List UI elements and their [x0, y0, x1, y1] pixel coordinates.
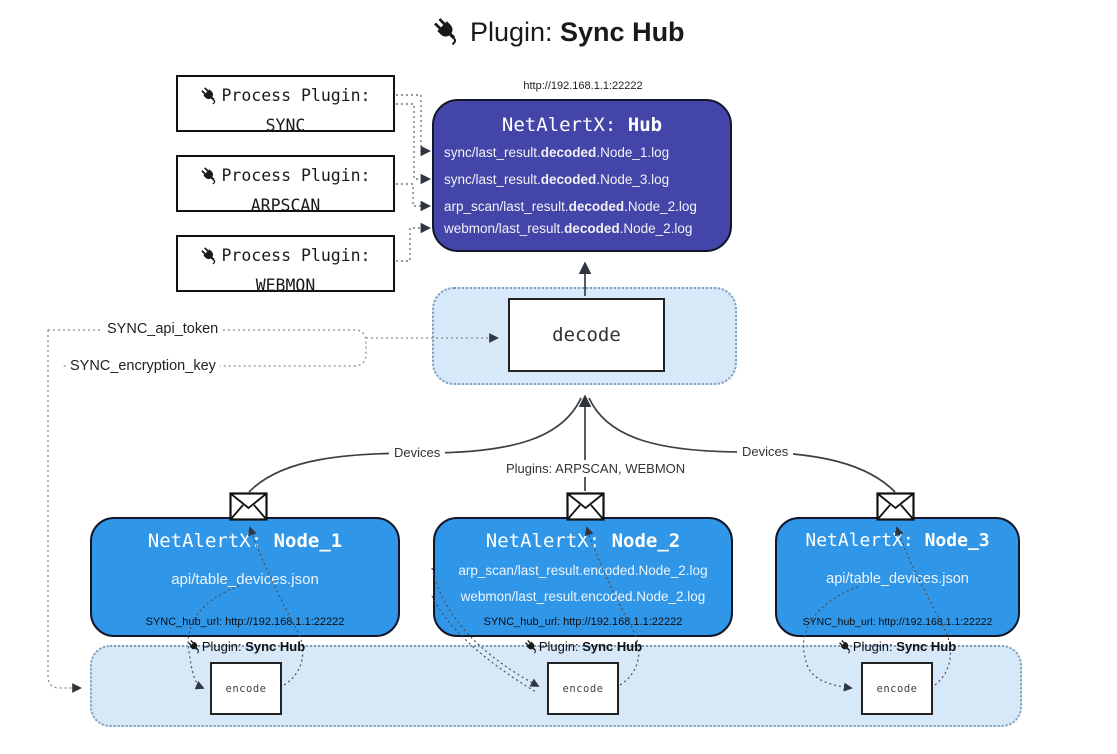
node-file: api/table_devices.json: [171, 571, 319, 588]
hub-url: http://192.168.1.1:22222: [523, 80, 643, 92]
plug-icon: [187, 639, 202, 657]
node-title: NetAlertX: Node_3: [805, 530, 990, 551]
devices-label-right: Devices: [737, 443, 794, 460]
sync-api-token-label: SYNC_api_token: [103, 321, 223, 337]
encode-plugin-label-3: Plugin: Sync Hub: [812, 639, 982, 657]
process-plugin-box-sync: Process Plugin: SYNC: [176, 75, 395, 135]
process-plugin-name: WEBMON: [255, 275, 316, 295]
decode-box: decode: [508, 298, 665, 372]
devices-label-left: Devices: [389, 444, 446, 461]
node-hub-url: SYNC_hub_url: http://192.168.1.1:22222: [483, 616, 683, 628]
process-plugin-box-webmon: Process Plugin: WEBMON: [176, 235, 395, 295]
encode-box-3: encode: [861, 662, 933, 715]
hub-box: NetAlertX: Hub sync/last_result.decoded.…: [432, 99, 732, 252]
plugins-edge-label: Plugins: ARPSCAN, WEBMON: [501, 460, 691, 477]
edge-webmon-to-log4: [396, 222, 432, 262]
plug-icon: [838, 639, 853, 657]
node-file: webmon/last_result.encoded.Node_2.log: [460, 589, 706, 604]
node-box-3: NetAlertX: Node_3 api/table_devices.json…: [775, 517, 1020, 637]
encode-plugin-label-2: Plugin: Sync Hub: [498, 639, 668, 657]
plug-icon: [200, 166, 219, 193]
encode-box-1: encode: [210, 662, 282, 715]
node-hub-url: SYNC_hub_url: http://192.168.1.1:22222: [145, 616, 345, 628]
node-file: arp_scan/last_result.encoded.Node_2.log: [458, 563, 708, 578]
title-name: Sync Hub: [560, 17, 685, 47]
process-plugin-label: Process Plugin:: [178, 83, 393, 113]
hub-log-line: sync/last_result.decoded.Node_3.log: [444, 172, 670, 187]
plug-icon: [200, 86, 219, 113]
node-box-2: NetAlertX: Node_2 arp_scan/last_result.e…: [433, 517, 733, 637]
edge-sync-to-log1: [396, 94, 432, 157]
encode-plugin-label-1: Plugin: Sync Hub: [161, 639, 331, 657]
node-file: api/table_devices.json: [826, 571, 969, 587]
encode-box-2: encode: [547, 662, 619, 715]
title-label: Plugin:: [469, 17, 553, 47]
hub-log-line: sync/last_result.decoded.Node_1.log: [444, 145, 670, 160]
edge-keys-to-encode-panel: [47, 330, 82, 693]
edge-arpscan-to-log3: [396, 183, 432, 212]
envelope-icon: [229, 492, 268, 526]
plug-icon: [524, 639, 539, 657]
process-plugin-box-arpscan: Process Plugin: ARPSCAN: [176, 155, 395, 215]
envelope-icon: [566, 492, 605, 526]
process-plugin-label: Process Plugin:: [178, 163, 393, 193]
node-hub-url: SYNC_hub_url: http://192.168.1.1:22222: [802, 616, 993, 628]
hub-title: NetAlertX: Hub: [501, 114, 663, 136]
node-title: NetAlertX: Node_2: [485, 530, 681, 552]
hub-log-line: webmon/last_result.decoded.Node_2.log: [444, 221, 693, 236]
plug-icon: [200, 246, 219, 273]
process-plugin-name: SYNC: [265, 115, 306, 135]
node-title: NetAlertX: Node_1: [147, 530, 343, 552]
process-plugin-name: ARPSCAN: [250, 195, 321, 215]
page-title: Plugin: Sync Hub: [0, 16, 1117, 53]
node-box-1: NetAlertX: Node_1 api/table_devices.json…: [90, 517, 400, 637]
envelope-icon: [876, 492, 915, 526]
hub-log-line: arp_scan/last_result.decoded.Node_2.log: [444, 199, 697, 214]
edge-sync-to-log2: [396, 103, 432, 185]
sync-encryption-key-label: SYNC_encryption_key: [66, 358, 220, 374]
plug-icon: [432, 16, 462, 53]
process-plugin-label: Process Plugin:: [178, 243, 393, 273]
